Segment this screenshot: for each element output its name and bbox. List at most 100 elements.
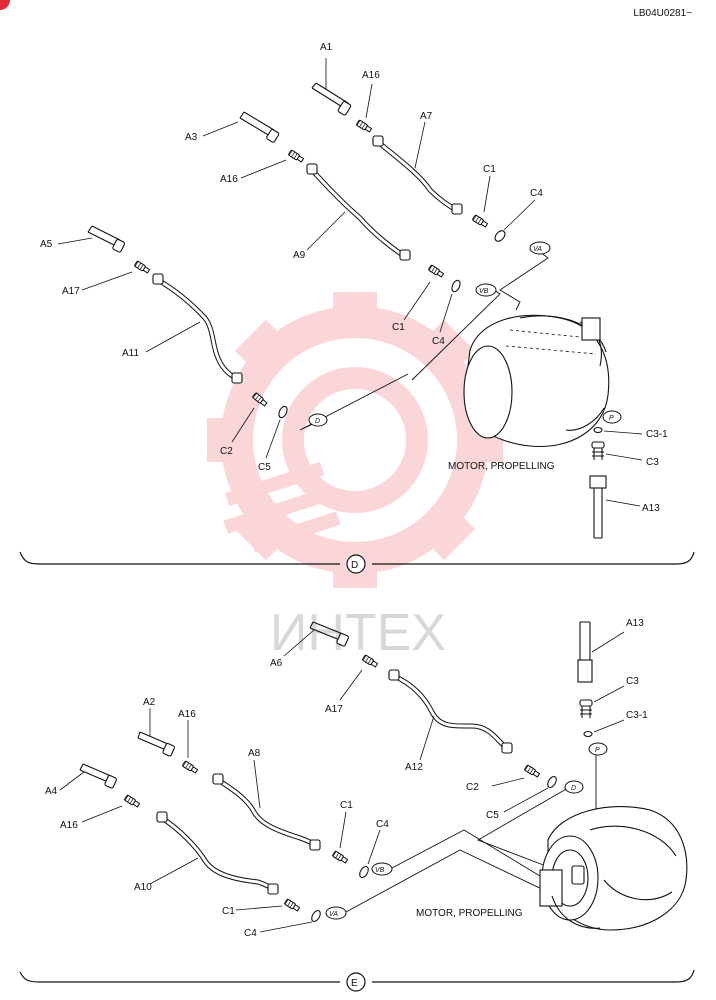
label-a16: A16 (362, 70, 380, 81)
part-c5-oring-e (547, 775, 557, 789)
section-e-bracket (19, 969, 695, 983)
label-a8: A8 (248, 748, 261, 759)
port-vb-d (475, 283, 497, 297)
label-a11: A11 (122, 348, 139, 359)
port-label-vb-e: VB (375, 867, 385, 874)
label-c3-1: C3-1 (646, 429, 668, 440)
label-a17-e: A17 (325, 704, 343, 715)
label-a13-e: A13 (626, 618, 644, 629)
propelling-motor-e (539, 805, 688, 931)
label-a12: A12 (405, 762, 423, 773)
section-e-marker: E (351, 978, 358, 989)
label-c1-e: C1 (340, 800, 353, 811)
part-a16-fitting-e-2 (123, 794, 141, 809)
label-c5: C5 (258, 462, 271, 473)
label-c3-e: C3 (626, 676, 639, 687)
section-d (19, 58, 695, 574)
label-c1-e-2: C1 (222, 906, 235, 917)
propelling-motor-d (463, 314, 610, 448)
part-c3-1-oring (593, 426, 603, 434)
label-c1: C1 (483, 164, 496, 175)
part-a16-fitting (355, 119, 373, 134)
part-a2-bolt (137, 708, 175, 757)
section-e (19, 621, 695, 992)
label-a16-e-2: A16 (60, 820, 78, 831)
port-label-d: D (315, 418, 320, 425)
part-c3-1-oring-e (583, 730, 593, 738)
port-p-e (588, 742, 608, 756)
label-a5: A5 (40, 239, 53, 250)
part-a12-pipe (388, 669, 513, 761)
page-corner-marker (0, 0, 10, 10)
part-c4-oring-2 (451, 279, 461, 293)
part-c3-fitting (591, 441, 643, 461)
part-c1-fitting-e-2 (283, 898, 301, 913)
part-a17-fitting (133, 260, 151, 275)
part-c1-fitting-e (331, 850, 349, 865)
part-c3-fitting-e (579, 685, 625, 718)
labels-section-d: A1 A16 A7 A3 A16 C1 C4 A5 A9 A17 C1 C4 A… (40, 42, 668, 571)
label-a16-2: A16 (220, 174, 238, 185)
part-a5-bolt (57, 225, 125, 253)
part-c2-fitting-e (523, 764, 541, 779)
part-c1-fitting (471, 214, 489, 229)
port-d-d (308, 413, 328, 427)
part-a10-pipe (149, 811, 279, 895)
port-label-vb: VB (479, 288, 489, 295)
label-motor-propelling-e: MOTOR, PROPELLING (416, 908, 523, 919)
part-c5-oring (278, 405, 288, 419)
port-va-d (529, 241, 551, 255)
label-c2: C2 (220, 446, 233, 457)
part-a4-bolt (59, 763, 117, 791)
label-a2: A2 (143, 697, 156, 708)
section-d-bracket (19, 551, 695, 565)
label-a7: A7 (420, 111, 433, 122)
label-c2-e: C2 (466, 782, 479, 793)
label-motor-propelling: MOTOR, PROPELLING (448, 461, 555, 472)
part-a9-pipe (306, 163, 411, 261)
part-a11-pipe (145, 273, 243, 384)
label-a16-e: A16 (178, 709, 196, 720)
port-d-e (564, 780, 584, 794)
label-a10: A10 (134, 882, 152, 893)
part-a8-pipe (212, 759, 321, 851)
section-d-marker-circle (346, 554, 366, 574)
port-label-p-e: P (595, 747, 600, 754)
part-a13-hose-e (577, 621, 625, 683)
part-a3-bolt (202, 111, 280, 143)
label-c4: C4 (530, 188, 543, 199)
document-code: LB04U0281~ (633, 8, 692, 19)
port-label-va: VA (533, 246, 542, 253)
labels-section-e: A6 A17 A13 C3 C3-1 A2 A16 A8 A12 A4 A16 … (45, 618, 648, 989)
label-c4-2: C4 (432, 336, 445, 347)
label-c5-e: C5 (486, 810, 499, 821)
section-d-marker: D (351, 560, 358, 571)
label-c3-1-e: C3-1 (626, 710, 648, 721)
label-a13: A13 (642, 503, 660, 514)
port-label-d-e: D (571, 785, 576, 792)
watermark-text: ИНТЕХ (270, 604, 446, 662)
part-a16-fitting-e (181, 760, 199, 775)
port-label-va-e: VA (329, 911, 338, 918)
port-label-p: P (609, 415, 614, 422)
label-a1: A1 (320, 42, 333, 53)
part-a13-hose (589, 475, 641, 539)
part-c4-oring (494, 230, 506, 242)
port-vb-e (371, 862, 393, 876)
label-c4-e-2: C4 (244, 928, 257, 939)
label-c4-e: C4 (376, 819, 389, 830)
part-a6-bolt (283, 621, 349, 657)
label-a3: A3 (185, 132, 198, 143)
watermark-logo (207, 292, 503, 588)
part-c1-fitting-2 (427, 264, 445, 279)
part-a16-fitting-2 (287, 149, 305, 164)
part-c4-oring-e (359, 865, 369, 879)
port-p-d (602, 410, 622, 424)
label-c1-2: C1 (392, 322, 405, 333)
port-va-e (325, 906, 347, 920)
label-a6: A6 (270, 658, 283, 669)
section-e-marker-circle (346, 972, 366, 992)
part-a1-bolt (311, 58, 352, 116)
label-a17: A17 (62, 286, 80, 297)
